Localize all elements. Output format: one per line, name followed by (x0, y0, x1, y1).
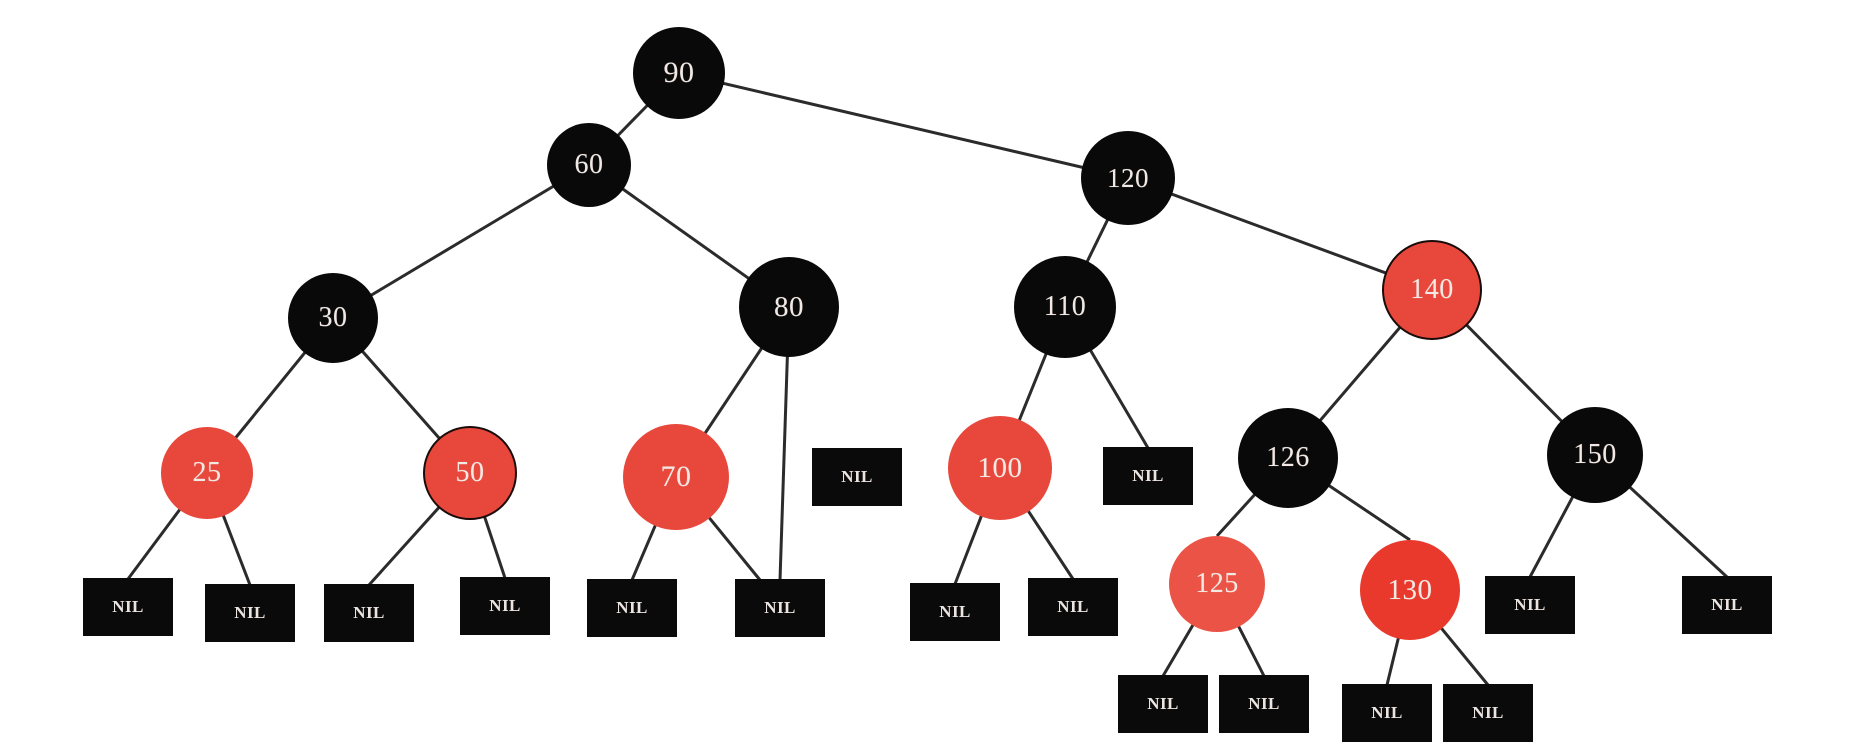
tree-nil-node: NIL (587, 579, 677, 637)
tree-node-60: 60 (547, 123, 631, 207)
tree-nil-label: NIL (234, 603, 266, 622)
tree-node-126: 126 (1238, 408, 1338, 508)
tree-node-110: 110 (1014, 256, 1116, 358)
tree-nil-node: NIL (1443, 684, 1533, 742)
tree-nil-node: NIL (812, 448, 902, 506)
tree-node-130: 130 (1360, 540, 1460, 640)
tree-node-120: 120 (1081, 131, 1175, 225)
tree-node-label: 30 (318, 302, 348, 333)
tree-node-label: 25 (192, 457, 222, 488)
tree-nil-label: NIL (841, 467, 873, 486)
tree-node-100: 100 (948, 416, 1052, 520)
tree-node-label: 125 (1195, 568, 1239, 599)
tree-node-140: 140 (1382, 240, 1482, 340)
tree-node-label: 80 (774, 290, 804, 323)
tree-node-label: 90 (663, 56, 695, 89)
tree-node-25: 25 (161, 427, 253, 519)
tree-nil-label: NIL (1132, 466, 1164, 485)
tree-nil-node: NIL (205, 584, 295, 642)
tree-node-label: 140 (1410, 274, 1454, 305)
tree-nil-label: NIL (939, 602, 971, 621)
tree-nil-node: NIL (460, 577, 550, 635)
tree-edge (678, 71, 1129, 180)
tree-node-150: 150 (1547, 407, 1643, 503)
tree-nil-node: NIL (1118, 675, 1208, 733)
tree-node-label: 150 (1573, 439, 1617, 470)
tree-nil-label: NIL (1711, 595, 1743, 614)
tree-nil-node: NIL (83, 578, 173, 636)
tree-node-70: 70 (623, 424, 729, 530)
tree-node-label: 70 (660, 460, 692, 493)
tree-nil-label: NIL (1371, 703, 1403, 722)
tree-nil-label: NIL (1147, 694, 1179, 713)
tree-node-label: 130 (1387, 573, 1433, 606)
tree-nil-node: NIL (735, 579, 825, 637)
tree-nil-label: NIL (1248, 694, 1280, 713)
tree-node-30: 30 (288, 273, 378, 363)
tree-nil-node: NIL (1342, 684, 1432, 742)
tree-node-125: 125 (1169, 536, 1265, 632)
tree-nil-node: NIL (1682, 576, 1772, 634)
tree-nil-label: NIL (353, 603, 385, 622)
tree-nil-node: NIL (1103, 447, 1193, 505)
tree-nil-node: NIL (1219, 675, 1309, 733)
tree-node-label: 50 (455, 457, 485, 488)
tree-nil-label: NIL (1057, 597, 1089, 616)
tree-nil-label: NIL (1514, 595, 1546, 614)
tree-node-50: 50 (423, 426, 517, 520)
tree-node-label: 126 (1266, 442, 1310, 473)
tree-nil-label: NIL (764, 598, 796, 617)
tree-nil-node: NIL (1485, 576, 1575, 634)
tree-nil-label: NIL (1472, 703, 1504, 722)
tree-nil-label: NIL (489, 596, 521, 615)
tree-node-80: 80 (739, 257, 839, 357)
tree-node-label: 60 (574, 149, 604, 180)
tree-node-90: 90 (633, 27, 725, 119)
tree-nil-node: NIL (910, 583, 1000, 641)
tree-nil-node: NIL (1028, 578, 1118, 636)
tree-node-label: 110 (1043, 291, 1087, 322)
tree-node-label: 100 (977, 451, 1023, 484)
tree-nil-node: NIL (324, 584, 414, 642)
tree-nil-label: NIL (112, 597, 144, 616)
tree-node-label: 120 (1107, 162, 1149, 193)
tree-nil-label: NIL (616, 598, 648, 617)
